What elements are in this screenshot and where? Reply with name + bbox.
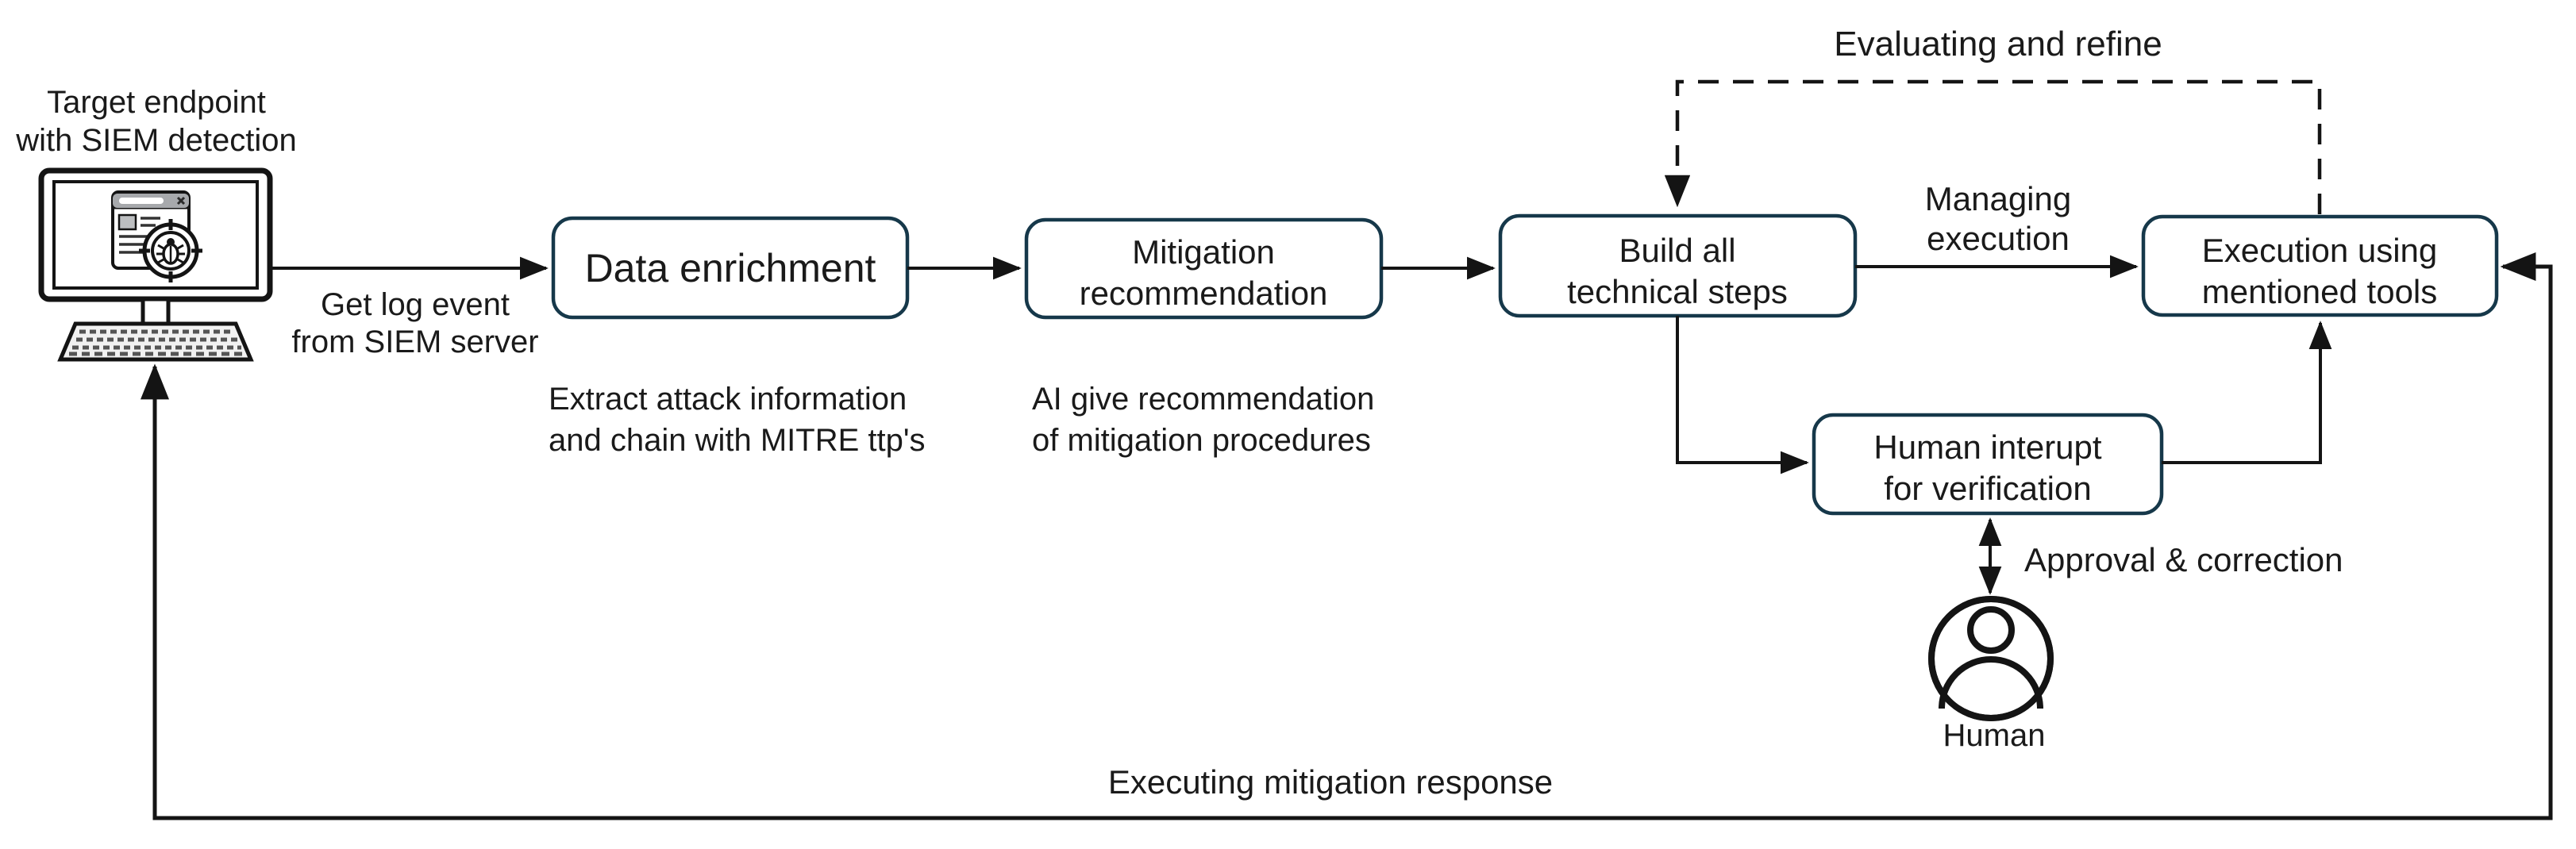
node-mitigation-recommendation: Mitigation recommendation	[1024, 217, 1384, 320]
evaluating-label: Evaluating and refine	[1834, 25, 2162, 63]
approval-label: Approval & correction	[2024, 541, 2343, 578]
get-log-label-line2: from SIEM server	[291, 325, 538, 359]
human-shoulders	[1939, 656, 2043, 709]
monitor-stand	[141, 297, 171, 326]
node-build-technical-steps: Build all technical steps	[1498, 213, 1858, 318]
data-enrichment-label: Data enrichment	[585, 246, 876, 290]
human-label: Human	[1943, 718, 2046, 753]
browser-address-bar	[119, 198, 164, 204]
endpoint-title-line1: Target endpoint	[47, 85, 266, 120]
endpoint-title-line2: with SIEM detection	[15, 123, 297, 158]
build-steps-label-line1: Build all	[1619, 232, 1735, 269]
edge-build-to-human-interrupt	[1676, 316, 1809, 474]
mitigation-caption-line2: of mitigation procedures	[1032, 423, 1371, 458]
human-interrupt-label-line2: for verification	[1884, 470, 2091, 507]
execution-label-line2: mentioned tools	[2202, 273, 2438, 310]
node-execution-tools: Execution using mentioned tools	[2141, 214, 2499, 317]
node-data-enrichment: Data enrichment	[551, 216, 910, 320]
build-steps-label-line2: technical steps	[1567, 273, 1788, 310]
data-enrichment-caption-line1: Extract attack information	[549, 382, 907, 417]
edge-human-interrupt-to-execution	[2162, 321, 2332, 464]
human-icon	[1928, 596, 2054, 721]
data-enrichment-caption-line2: and chain with MITRE ttp's	[549, 423, 926, 458]
managing-label-line1: Managing	[1925, 180, 2071, 217]
node-human-interrupt: Human interupt for verification	[1812, 413, 2164, 516]
mitigation-label-line2: recommendation	[1080, 275, 1328, 312]
human-interrupt-label-line1: Human interupt	[1873, 428, 2101, 466]
browser-close-icon	[176, 196, 186, 206]
mitigation-label-line1: Mitigation	[1132, 233, 1275, 271]
mitigation-caption-line1: AI give recommendation	[1032, 382, 1374, 417]
executing-label: Executing mitigation response	[1108, 763, 1553, 801]
execution-label-line1: Execution using	[2202, 232, 2438, 269]
get-log-label-line1: Get log event	[321, 287, 510, 322]
browser-thumbnail	[117, 213, 137, 231]
target-endpoint-icon: Target endpoint with SIEM detection	[15, 85, 297, 362]
edge-executing-mitigation-response	[141, 252, 2553, 820]
human-head	[1967, 606, 2015, 654]
managing-label-line2: execution	[1927, 220, 2070, 257]
